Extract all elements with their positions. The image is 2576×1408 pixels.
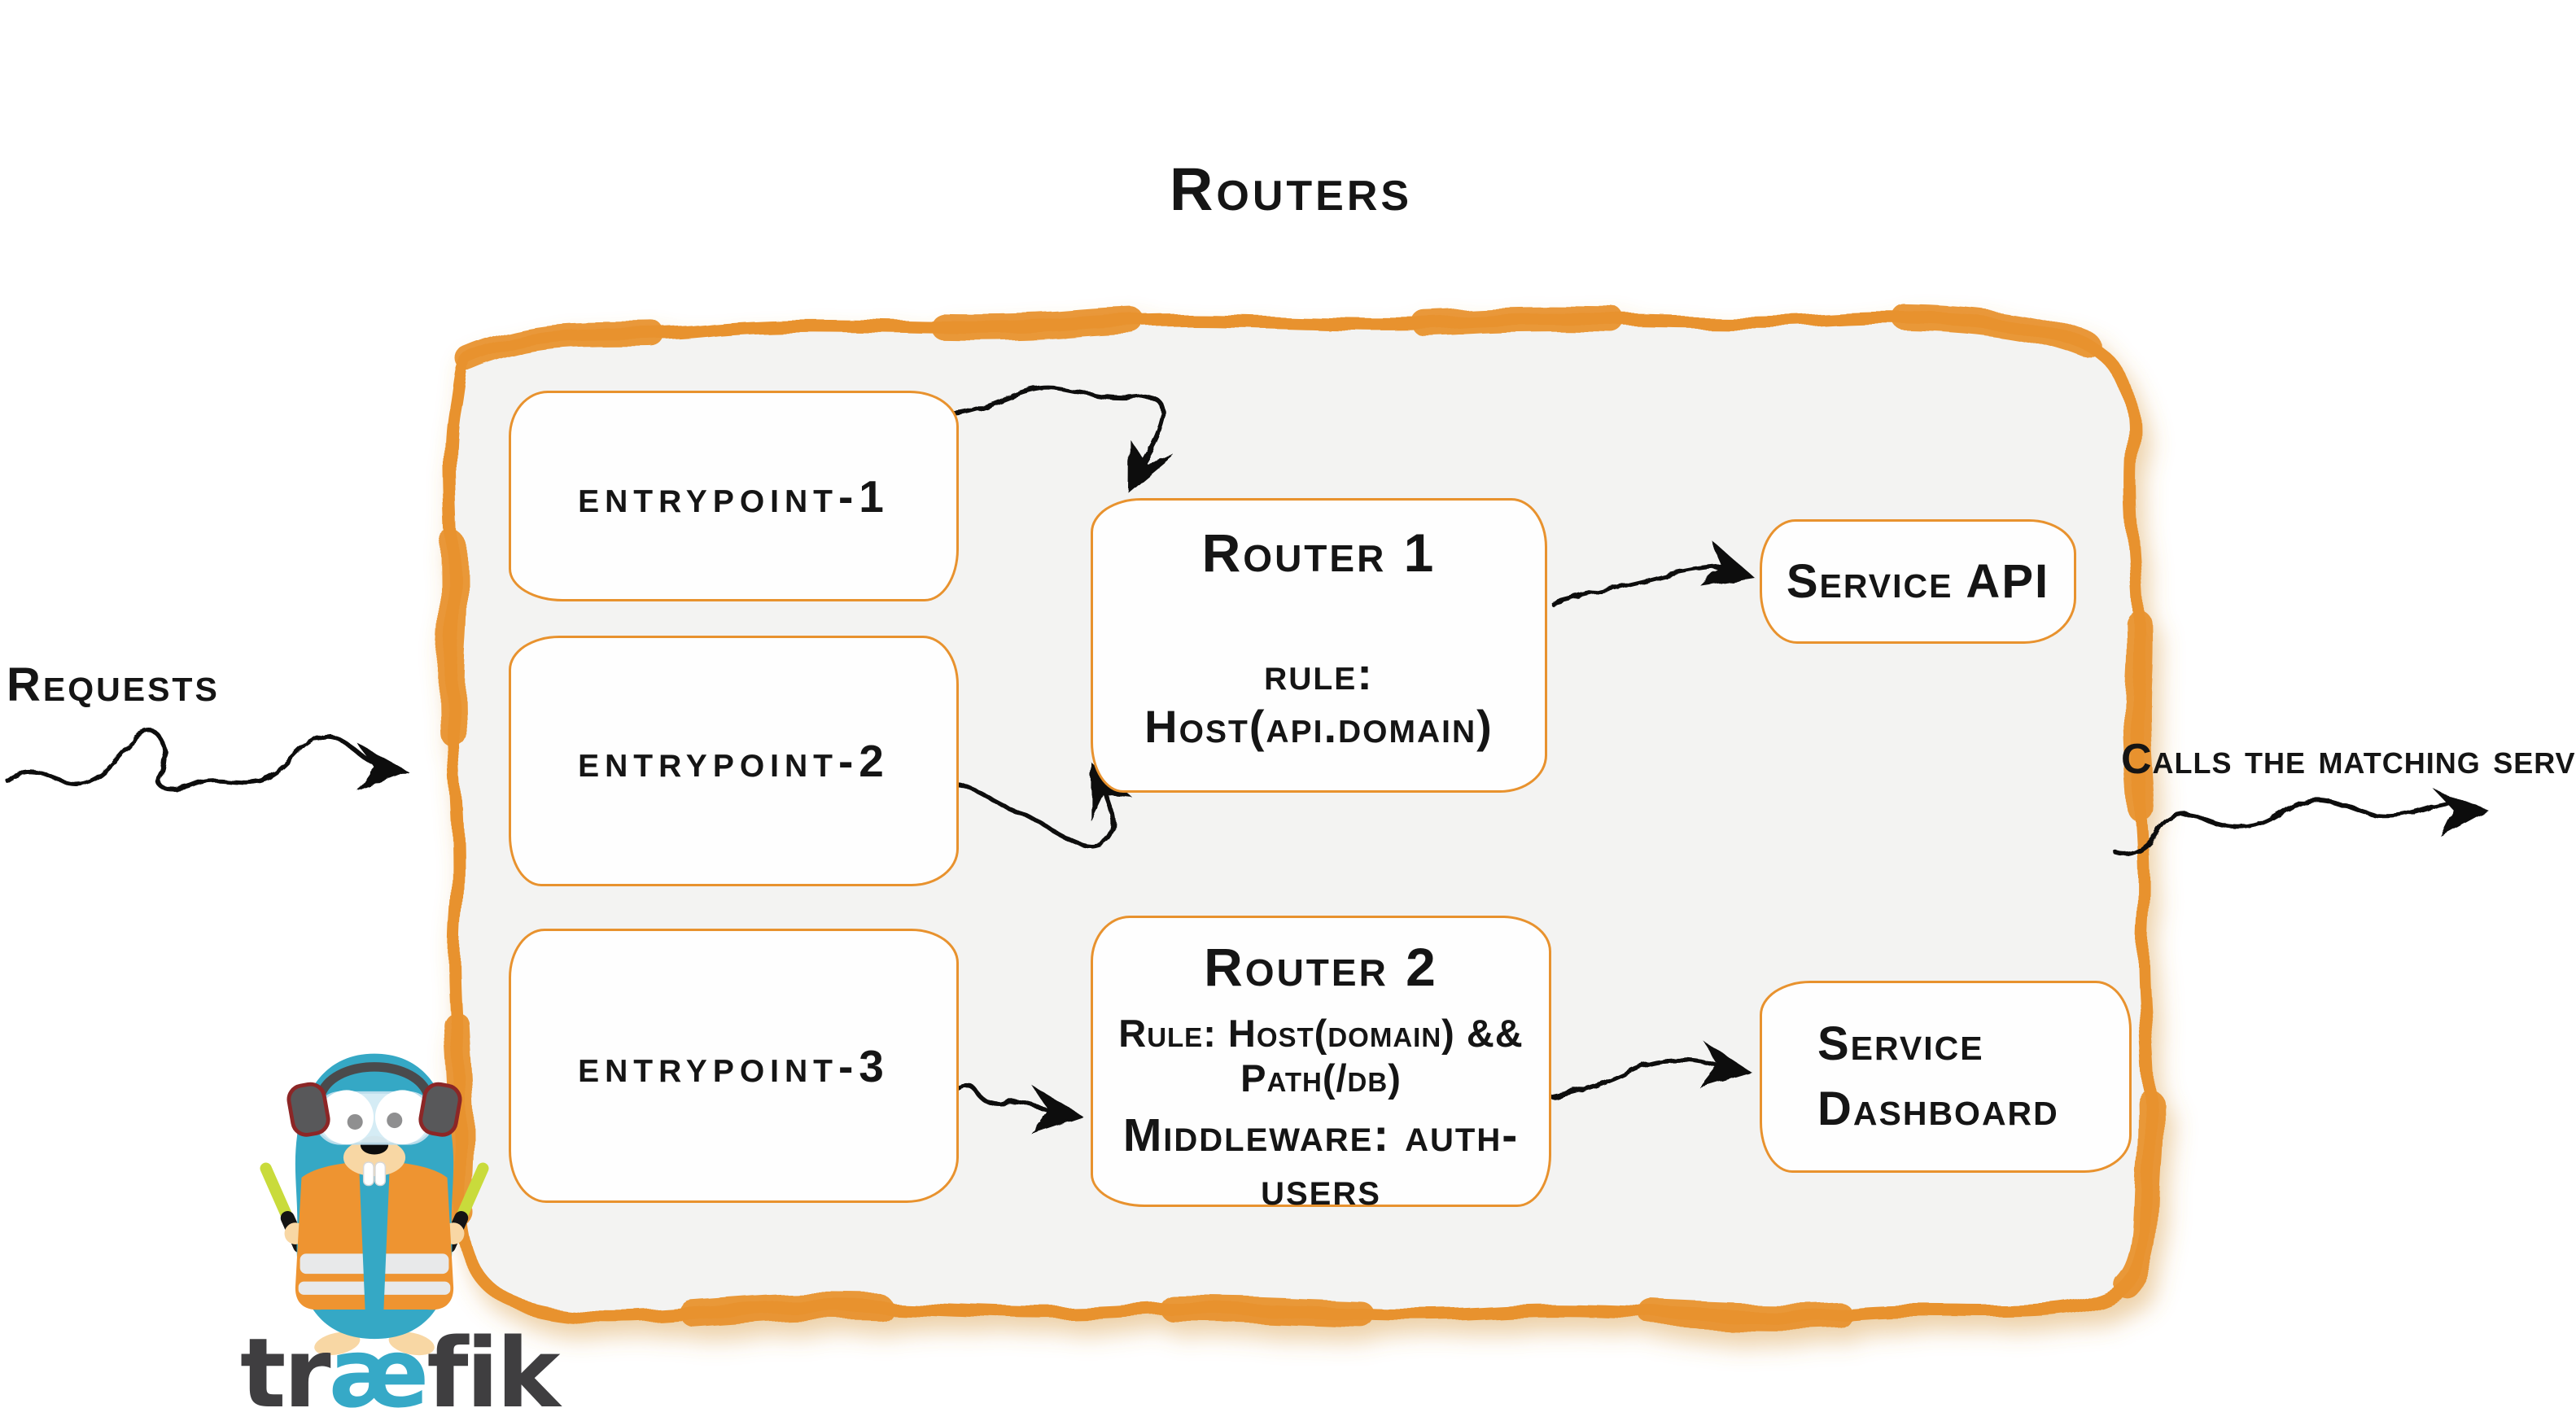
router-2-title: Router 2	[1204, 937, 1438, 997]
entrypoint3-to-router2-arrow	[950, 1084, 1086, 1139]
entrypoint-3-box: entrypoint-3	[509, 929, 959, 1203]
service-dashboard-label-line1: Service	[1817, 1017, 1984, 1070]
router-2-rule: Rule: Host(domain) && Path(/db)	[1118, 1012, 1524, 1100]
router-1-rule: rule: Host(api.domain)	[1144, 648, 1494, 752]
router1-to-service-api-arrow	[1550, 539, 1762, 606]
requests-label: Requests	[7, 658, 220, 711]
traefik-wordmark: træfik	[240, 1317, 561, 1408]
router-1-title: Router 1	[1201, 523, 1437, 583]
entrypoint-2-box: entrypoint-2	[509, 636, 959, 886]
router-1-box: Router 1 rule: Host(api.domain)	[1091, 498, 1547, 793]
entrypoint-1-label: entrypoint-1	[578, 470, 890, 522]
router2-to-service-dashboard-arrow	[1550, 1040, 1756, 1100]
router-2-box: Router 2 Rule: Host(domain) && Path(/db)…	[1091, 916, 1551, 1215]
calls-matching-server-label: Calls the matching server	[2121, 736, 2576, 783]
headphones-icon	[317, 1062, 431, 1095]
entrypoint-3-label: entrypoint-3	[578, 1040, 890, 1091]
calls-matching-server-arrow	[2114, 785, 2491, 857]
entrypoint-1-box: entrypoint-1	[509, 391, 959, 601]
service-api-label: Service API	[1786, 554, 2050, 608]
router-2-middleware: Middleware: auth-users	[1122, 1109, 1520, 1215]
traefik-gopher-logo	[260, 1053, 489, 1356]
service-api-box: Service API	[1760, 519, 2076, 644]
ae-ligature: æ	[328, 1317, 430, 1408]
diagram-title: Routers	[1169, 155, 1413, 223]
entrypoint-2-label: entrypoint-2	[578, 736, 890, 786]
service-dashboard-box: Service Dashboard	[1760, 981, 2132, 1173]
service-dashboard-label-line2: Dashboard	[1817, 1082, 2059, 1135]
entrypoint2-to-router1-arrow	[951, 753, 1135, 849]
requests-arrow	[4, 729, 411, 794]
